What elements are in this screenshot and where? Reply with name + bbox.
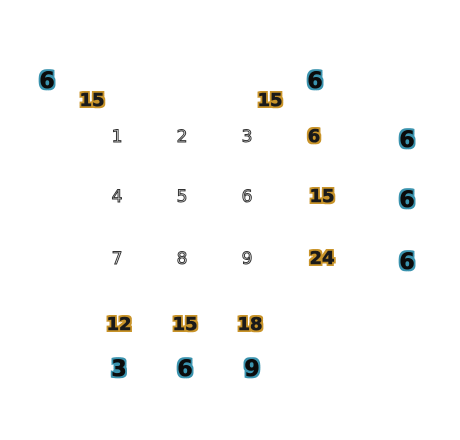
grid-cell-r2-c2: 5: [176, 186, 188, 207]
row-sum-3: 24: [309, 248, 335, 269]
grid-cell-r2-c1: 4: [111, 186, 123, 207]
grid-cell-r3-c3: 9: [241, 248, 253, 269]
diagonal-main-sum: 15: [79, 90, 105, 111]
row-count-1: 6: [399, 128, 415, 153]
column-count-3: 9: [244, 357, 260, 382]
column-count-1: 3: [111, 357, 127, 382]
row-sum-2: 15: [309, 186, 335, 207]
diagonal-anti-sum: 15: [257, 90, 283, 111]
diagonal-main-count: 6: [39, 69, 55, 94]
grid-cell-r3-c2: 8: [176, 248, 188, 269]
diagonal-anti-count: 6: [307, 69, 323, 94]
column-sum-3: 18: [237, 314, 263, 335]
row-count-2: 6: [399, 188, 415, 213]
row-sum-1: 6: [307, 126, 321, 147]
column-count-2: 6: [177, 357, 193, 382]
row-count-3: 6: [399, 250, 415, 275]
column-sum-2: 15: [172, 314, 198, 335]
column-sum-1: 12: [106, 314, 132, 335]
grid-cell-r1-c3: 3: [241, 126, 253, 147]
grid-cell-r1-c1: 1: [111, 126, 123, 147]
grid-cell-r3-c1: 7: [111, 248, 123, 269]
grid-cell-r1-c2: 2: [176, 126, 188, 147]
grid-cell-r2-c3: 6: [241, 186, 253, 207]
